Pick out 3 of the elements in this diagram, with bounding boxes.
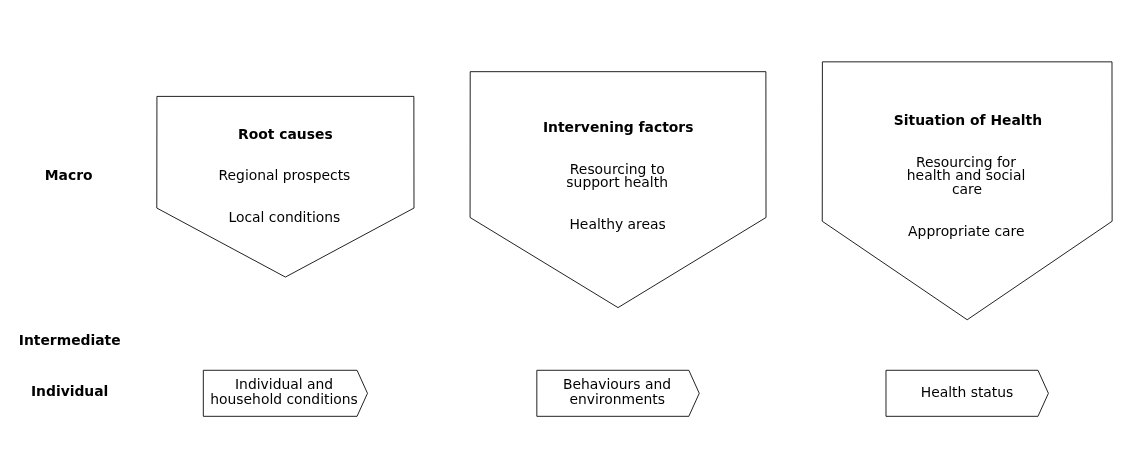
label: Intermediate xyxy=(18,331,121,348)
label: Macro xyxy=(44,166,93,183)
label: Individual xyxy=(30,382,109,399)
